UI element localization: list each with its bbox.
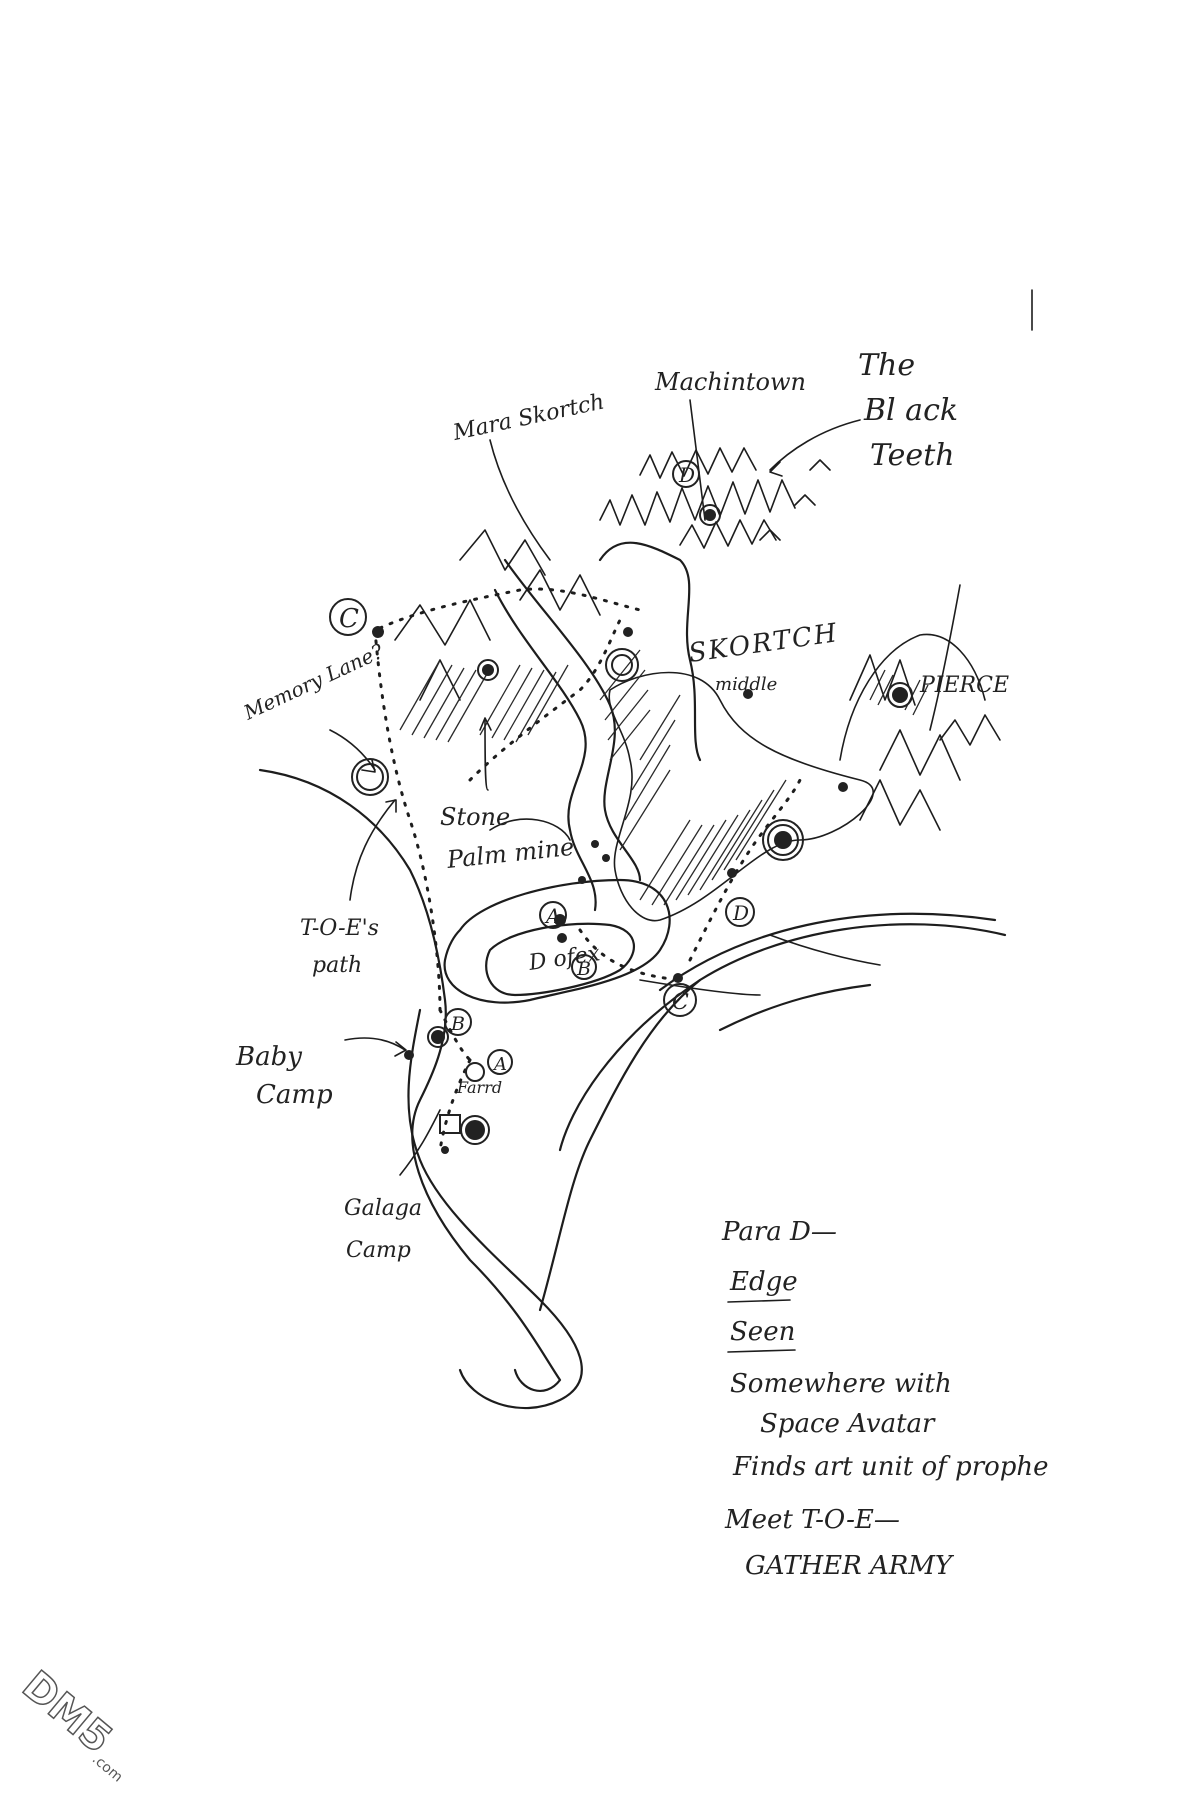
river-canyon [493,541,702,912]
label-galaga-camp-1: Galaga [344,1196,422,1221]
watermark-domain: .com [89,1751,126,1785]
label-skortch: SKORTCH [687,618,841,669]
marker-c-west: C [339,604,359,634]
label-baby-camp-2: Camp [256,1080,333,1110]
label-black-teeth-2: Bl ack [863,393,958,428]
notes-block: Para D— Edge Seen Somewhere with Space A… [721,1217,1049,1581]
note-line-8: GATHER ARMY [745,1551,955,1581]
label-toe-path-2: path [312,953,362,978]
note-line-4: Somewhere with [730,1369,952,1399]
label-middle: middle [715,674,777,695]
label-farrd: Farrd [456,1078,502,1097]
label-mara-skortch: Mara Skortch [450,389,607,446]
marker-c-east: C [672,990,689,1015]
label-memory-lane: Memory Lane? [239,639,387,725]
label-palm-mine: Palm mine [445,833,576,874]
marker-d-east: D [732,901,749,925]
skortch-hatch [608,671,874,922]
label-baby-camp-1: Baby [235,1042,302,1072]
location-markers [351,504,913,1154]
note-line-1: Para D— [721,1217,837,1247]
marker-a-lake: A [544,904,560,928]
marker-b-lake: B [576,958,591,980]
black-teeth-mountains [599,447,831,549]
label-stone: Stone [440,803,510,831]
note-line-5: Space Avatar [760,1409,936,1439]
dotted-paths [373,587,802,1152]
note-line-2: Edge [729,1267,798,1297]
watermark: DM5 .com [13,1662,126,1786]
label-black-teeth-1: The [858,348,915,383]
coastline [258,768,1007,1410]
label-pierce: PIERCE [919,673,1009,698]
label-machintown: Machintown [654,368,806,396]
note-line-7: Meet T-O-E— [724,1505,900,1535]
northwest-hatching [399,659,569,743]
letter-markers: C D D A B C B A [329,460,755,1075]
label-black-teeth-3: Teeth [870,438,955,473]
watermark-logo: DM5 [14,1662,121,1762]
pierce-mountains [839,633,1001,831]
marker-d-north: D [678,463,695,487]
marker-a-coast: A [492,1054,507,1075]
label-galaga-camp-2: Camp [346,1238,411,1263]
note-line-6: Finds art unit of prophe [732,1452,1049,1482]
label-toe-path-1: T-O-E's [300,916,379,941]
note-line-3: Seen [730,1317,795,1347]
marker-b-coast: B [450,1013,465,1035]
